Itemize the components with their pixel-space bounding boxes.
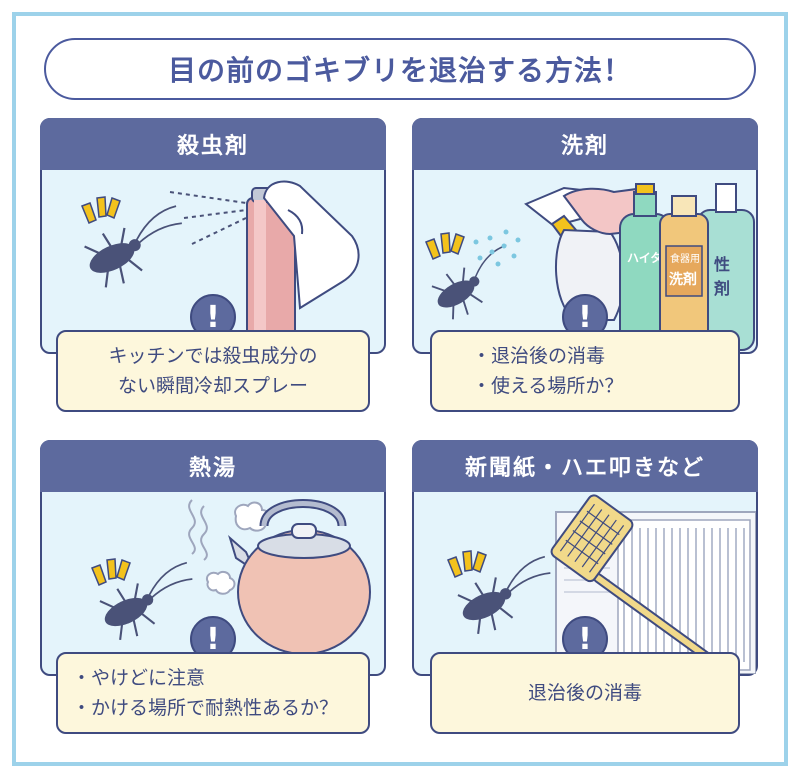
spray-mist-icon (169, 191, 247, 245)
fly-swatter-icon (550, 494, 719, 667)
hand-icon (262, 180, 360, 310)
alert-marks-icon (425, 232, 465, 260)
orange-bottle-icon: 食器用 洗剤 (659, 195, 709, 352)
bottle-label: 食器用 (670, 252, 700, 265)
note-line: ・かける場所で耐熱性あるか？ (72, 697, 339, 719)
cockroach-icon (99, 561, 193, 641)
bottle-label: 性 (714, 255, 730, 274)
panel-note-detergent: ・退治後の消毒 ・使える場所か？ (430, 330, 740, 412)
note-line: 退治後の消毒 (527, 682, 642, 704)
panel-newspaper-swatter: 新聞紙・ハエ叩きなど (412, 440, 758, 676)
note-line: ない瞬間冷却スプレー (117, 375, 308, 397)
spray-mist-icon (473, 229, 521, 267)
note-line: ・使える場所か？ (472, 375, 624, 397)
panel-insecticide: 殺虫剤 (40, 118, 386, 354)
panel-note-newspaper-swatter: 退治後の消毒 (430, 652, 740, 734)
panel-hot-water: 熱湯 (40, 440, 386, 676)
cockroach-icon (431, 244, 507, 320)
panel-header: 熱湯 (40, 440, 386, 492)
page-title: 目の前のゴキブリを退治する方法！ (44, 38, 756, 100)
panel-illustration (42, 170, 384, 352)
cockroach-icon (457, 555, 551, 635)
bottle-label: 洗剤 (669, 271, 697, 288)
cockroach-icon (84, 205, 182, 288)
note-line: ・やけどに注意 (72, 667, 206, 689)
panel-header: 新聞紙・ハエ叩きなど (412, 440, 758, 492)
panel-note-hot-water: ・やけどに注意 ・かける場所で耐熱性あるか？ (56, 652, 370, 734)
alert-marks-icon (447, 550, 487, 578)
alert-marks-icon (91, 558, 131, 586)
panel-header: 洗剤 (412, 118, 758, 170)
bottle-label: 剤 (713, 279, 730, 298)
note-line: キッチンでは殺虫成分の (108, 345, 318, 367)
note-line: ・退治後の消毒 (472, 345, 606, 367)
panel-note-insecticide: キッチンでは殺虫成分の ない瞬間冷却スプレー (56, 330, 370, 412)
panel-detergent: 洗剤 (412, 118, 758, 354)
alert-marks-icon (81, 196, 121, 224)
panel-header: 殺虫剤 (40, 118, 386, 170)
